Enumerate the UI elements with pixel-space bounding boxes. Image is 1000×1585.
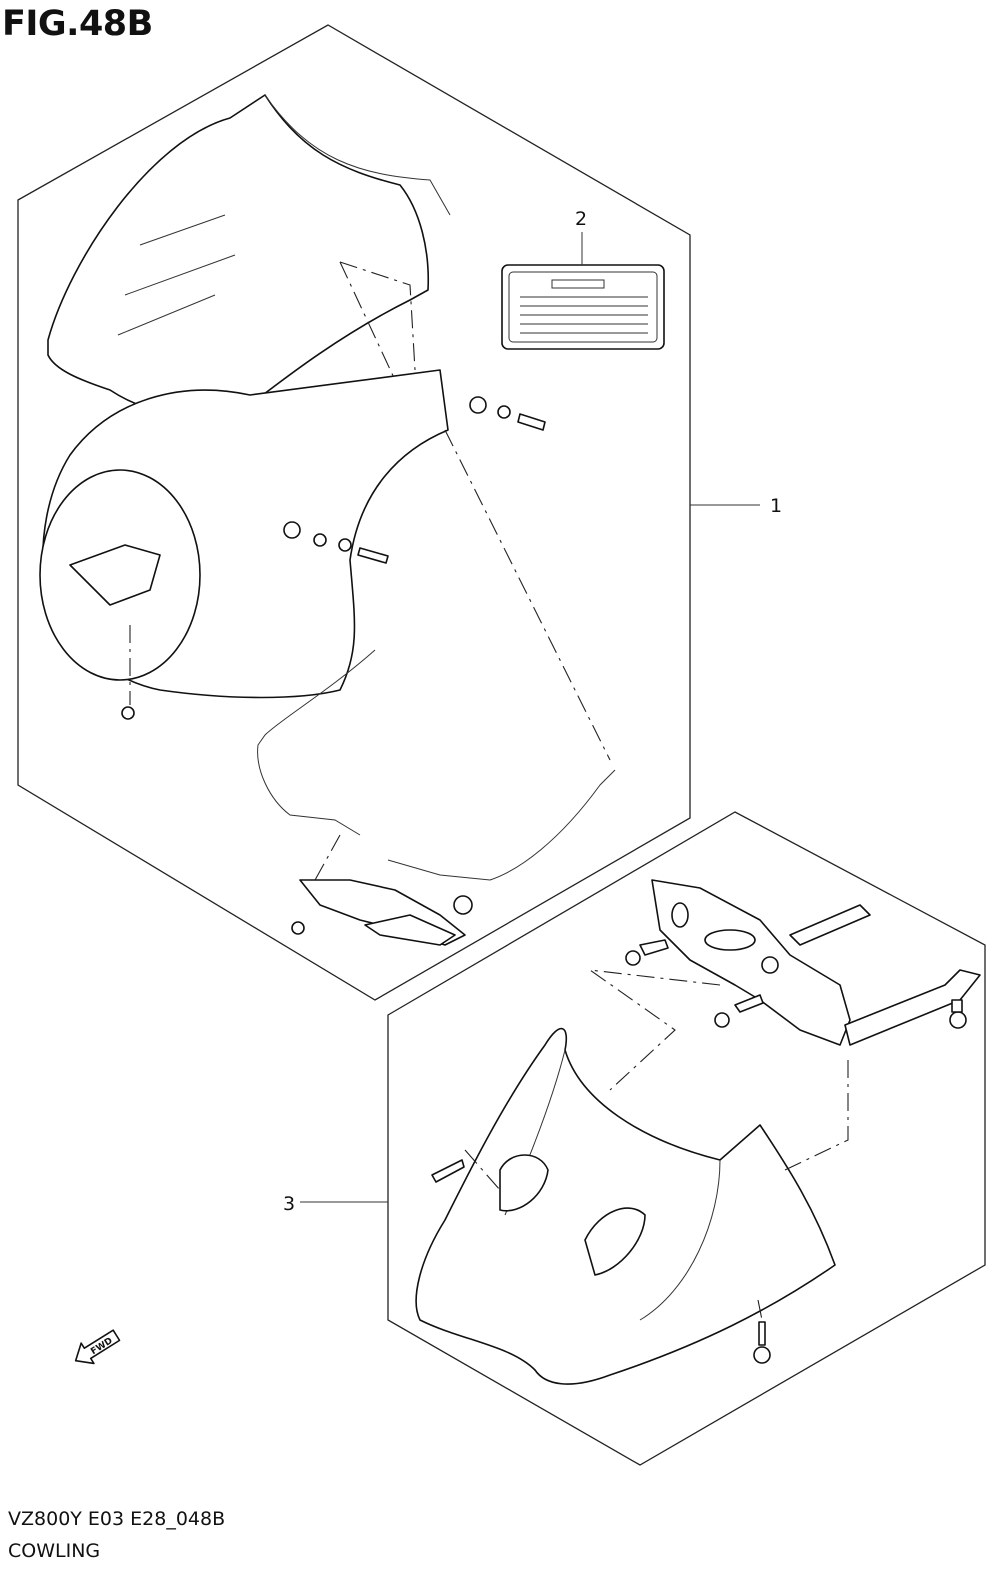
vent-left [499, 1154, 549, 1212]
lower-bracket-assembly [625, 879, 981, 1046]
lower-rod [387, 769, 616, 881]
vent-right [584, 1207, 646, 1276]
caution-label-part [501, 264, 665, 350]
figure-name: COWLING [8, 1540, 101, 1562]
stay-rod [257, 649, 376, 836]
assembly-boundary-3 [387, 811, 986, 1466]
mount-plate [299, 879, 466, 946]
windscreen [47, 94, 451, 421]
bolt-set-upper [121, 396, 546, 935]
under-cowl [415, 1027, 836, 1385]
cowling-body [39, 369, 449, 699]
inner-bracket [69, 544, 161, 606]
callout-3: 3 [283, 1193, 295, 1215]
assembly-boundary-1 [17, 24, 691, 1001]
forward-arrow-icon: FWD [74, 1329, 121, 1365]
figure-code: VZ800Y E03 E28_048B [8, 1508, 226, 1530]
figure-title: FIG.48B [2, 4, 153, 44]
callout-1: 1 [770, 495, 782, 517]
callout-2: 2 [575, 208, 587, 230]
